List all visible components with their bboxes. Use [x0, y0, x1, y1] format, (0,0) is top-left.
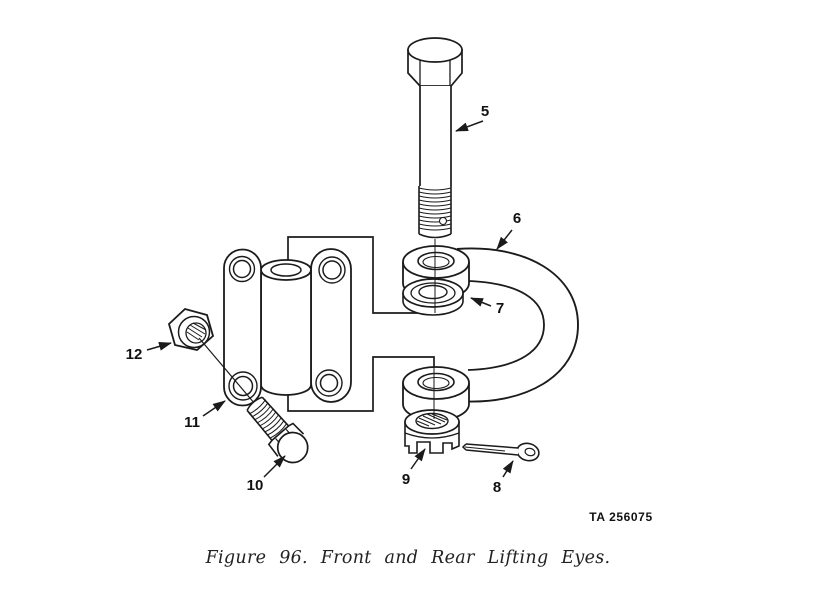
center-lines [433, 239, 436, 419]
leader-lines [146, 120, 514, 478]
leader-12 [146, 342, 172, 351]
hex-nut-part [167, 307, 215, 351]
callout-12-label: 12 [126, 346, 143, 363]
bolt-10-part [246, 396, 310, 464]
callout-5-label: 5 [481, 103, 489, 120]
callout-8-label: 8 [493, 479, 501, 496]
washer-part [402, 278, 464, 316]
castle-nut-part [404, 409, 460, 454]
leader-8 [502, 460, 514, 478]
assembly-line [198, 337, 256, 405]
leader-10 [263, 455, 286, 478]
callout-9-label: 9 [402, 471, 410, 488]
callout-11-label: 11 [184, 414, 200, 431]
bracket-part [223, 248, 352, 407]
callout-6-label: 6 [513, 210, 521, 227]
shackle-part [402, 245, 579, 422]
leader-7 [470, 297, 492, 307]
figure-caption: Figure 96. Front and Rear Lifting Eyes. [205, 548, 611, 568]
leader-5 [455, 120, 484, 132]
plate-code: TA 256075 [589, 510, 652, 524]
leader-6 [496, 229, 513, 250]
leader-11 [202, 400, 226, 417]
leader-9 [410, 448, 426, 470]
callout-7-label: 7 [496, 300, 504, 317]
cotter-pin-part [461, 442, 540, 462]
hex-bolt-part [407, 37, 463, 239]
callout-10-label: 10 [247, 477, 264, 494]
